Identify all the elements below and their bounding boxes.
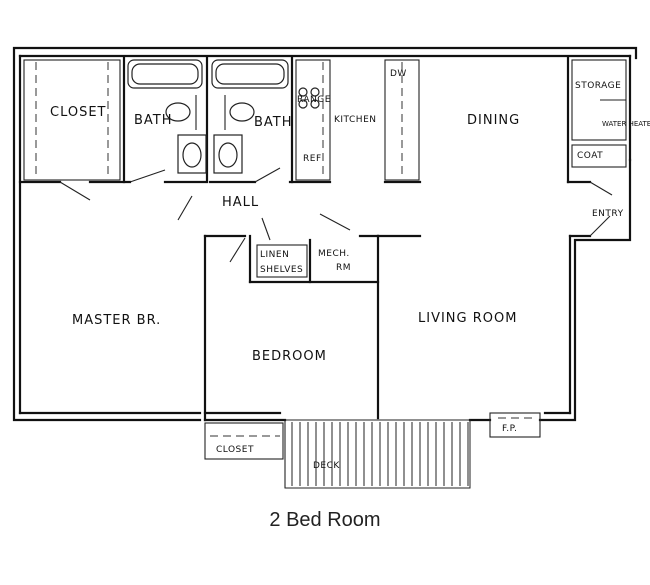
deck xyxy=(204,419,471,489)
label-master-br: MASTER BR. xyxy=(72,313,161,328)
interior-walls xyxy=(18,56,627,422)
label-range: RANGE xyxy=(297,95,331,105)
label-bath-2: BATH xyxy=(254,115,293,130)
label-bedroom: BEDROOM xyxy=(252,349,327,364)
label-dining: DINING xyxy=(467,113,520,128)
label-closet-bedroom: CLOSET xyxy=(216,445,254,455)
label-closet-master: CLOSET xyxy=(50,105,107,120)
label-mech-rm: RM xyxy=(336,263,351,273)
label-kitchen: KITCHEN xyxy=(334,115,377,125)
floor-plan: CLOSET BATH BATH RANGE KITCHEN DW DINING… xyxy=(12,46,650,489)
label-coat: COAT xyxy=(577,151,603,161)
label-fp: F.P. xyxy=(502,424,517,434)
exterior-walls xyxy=(12,46,638,422)
label-storage: STORAGE xyxy=(575,81,621,91)
label-dw: DW xyxy=(390,69,407,79)
label-mech: MECH. xyxy=(318,249,350,259)
label-deck: DECK xyxy=(313,461,340,471)
plan-caption: 2 Bed Room xyxy=(269,509,381,531)
label-linen: LINEN xyxy=(260,250,289,260)
label-hall: HALL xyxy=(222,195,259,210)
label-living-room: LIVING ROOM xyxy=(418,311,517,326)
fixtures xyxy=(127,59,541,438)
label-ref: REF xyxy=(303,154,322,164)
doors xyxy=(59,167,613,263)
label-linen-shelves: SHELVES xyxy=(260,265,303,275)
label-entry: ENTRY xyxy=(592,209,624,219)
label-bath-1: BATH xyxy=(134,113,173,128)
label-water-heater: WATER HEATER xyxy=(602,120,650,128)
